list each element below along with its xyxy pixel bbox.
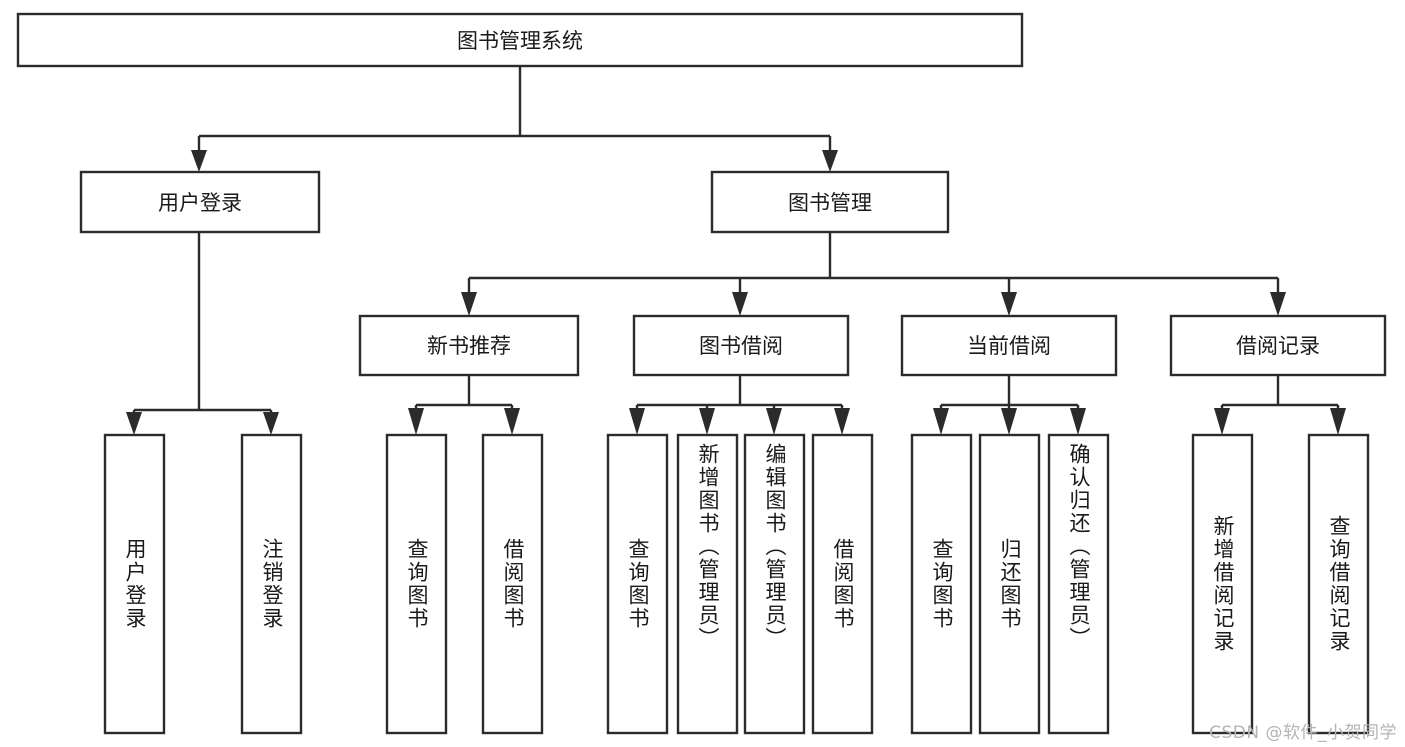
- arrow-newbook-leaf1: [408, 408, 424, 435]
- node-current-borrow-label: 当前借阅: [967, 334, 1051, 358]
- node-book-borrow-box[interactable]: [632, 314, 850, 377]
- node-new-book-rec-label: 新书推荐: [427, 334, 511, 358]
- leaf-borrow-book-b-box[interactable]: [811, 433, 874, 735]
- arrow-br-leaf1: [1214, 408, 1230, 435]
- leaf-edit-book-admin-box[interactable]: [743, 433, 806, 735]
- node-root-label: 图书管理系统: [457, 29, 583, 53]
- leaf-query-record-box[interactable]: [1307, 433, 1370, 735]
- arrow-userlogin-leaf2: [263, 412, 279, 435]
- arrow-bb-leaf1: [629, 408, 645, 435]
- leaf-return-book-box[interactable]: [978, 433, 1041, 735]
- arrow-bm-bookborrow: [732, 292, 748, 316]
- arrow-root-to-bookmanage: [822, 150, 838, 172]
- arrow-bb-leaf2: [699, 408, 715, 435]
- connector-group: [126, 66, 1346, 435]
- node-book-borrow-label: 图书借阅: [699, 334, 783, 358]
- leaf-confirm-return-admin-box[interactable]: [1047, 433, 1110, 735]
- leaf-query-book-b-box[interactable]: [606, 433, 669, 735]
- node-current-borrow-box[interactable]: [900, 314, 1118, 377]
- arrow-bm-currentborrow: [1001, 292, 1017, 316]
- arrow-bb-leaf4: [834, 408, 850, 435]
- arrow-bb-leaf3: [766, 408, 782, 435]
- arrow-cb-leaf1: [933, 408, 949, 435]
- arrow-bm-newbook: [461, 292, 477, 316]
- leaf-borrow-book-a-box[interactable]: [481, 433, 544, 735]
- node-borrow-record-label: 借阅记录: [1236, 334, 1320, 358]
- leaf-add-record-box[interactable]: [1191, 433, 1254, 735]
- leaf-add-book-admin-box[interactable]: [676, 433, 739, 735]
- arrow-cb-leaf2: [1001, 408, 1017, 435]
- node-book-manage-label: 图书管理: [788, 191, 872, 215]
- leaf-query-book-c-box[interactable]: [910, 433, 973, 735]
- arrow-userlogin-leaf1: [126, 412, 142, 435]
- node-group: 图书管理系统 用户登录 图书管理 新书推荐 图书借阅 当前借阅 借阅记录: [16, 12, 1387, 735]
- arrow-cb-leaf3: [1070, 408, 1086, 435]
- node-borrow-record-box[interactable]: [1169, 314, 1387, 377]
- node-root-box[interactable]: [16, 12, 1024, 68]
- leaf-logout-box[interactable]: [240, 433, 303, 735]
- leaf-query-book-a-box[interactable]: [385, 433, 448, 735]
- arrow-root-to-userlogin: [191, 150, 207, 172]
- arrow-bm-borrowrecord: [1270, 292, 1286, 316]
- node-user-login-box[interactable]: [79, 170, 321, 234]
- arrow-br-leaf2: [1330, 408, 1346, 435]
- watermark-text: CSDN @软件_小贺同学: [1209, 723, 1397, 743]
- arrow-newbook-leaf2: [504, 408, 520, 435]
- node-book-manage-box[interactable]: [710, 170, 950, 234]
- leaf-user-login-box[interactable]: [103, 433, 166, 735]
- node-user-login-label: 用户登录: [158, 191, 242, 215]
- node-new-book-rec-box[interactable]: [358, 314, 580, 377]
